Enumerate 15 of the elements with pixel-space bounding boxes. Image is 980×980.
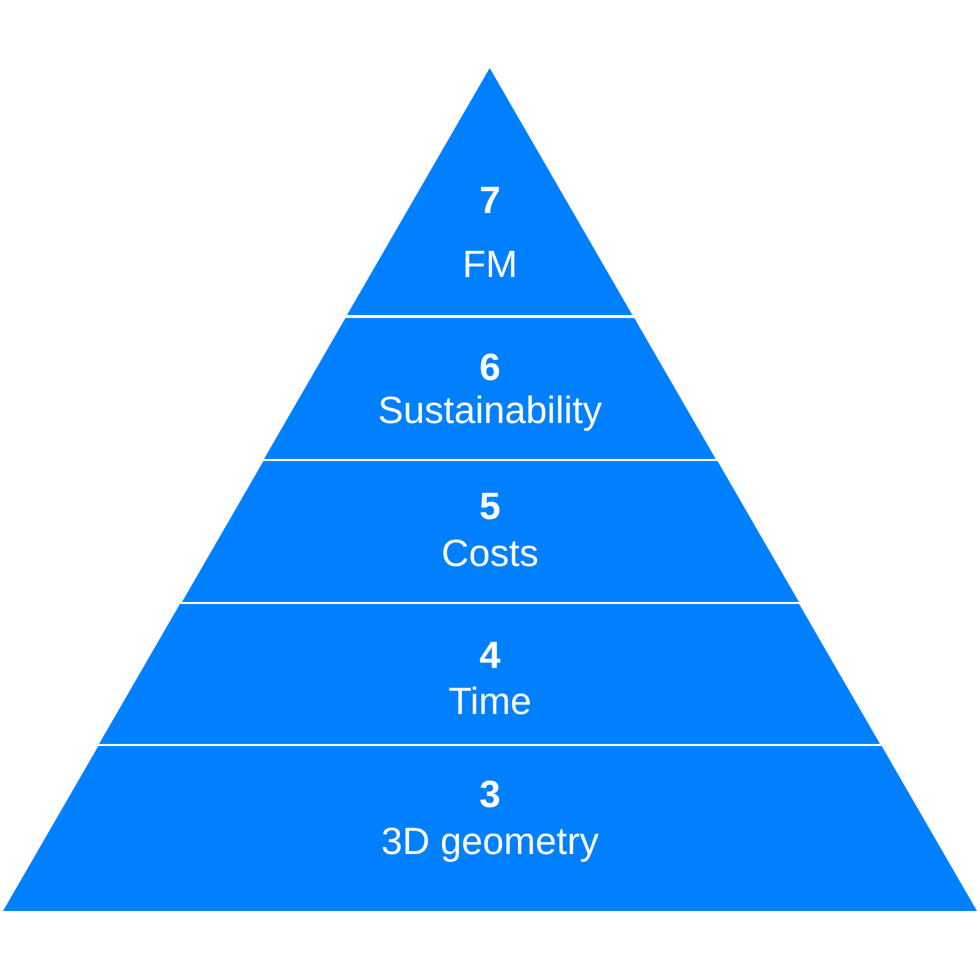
pyramid-tier (99, 604, 881, 744)
tier-number: 5 (479, 485, 501, 529)
tier-label: Sustainability (378, 389, 602, 433)
tier-label: FM (462, 243, 518, 287)
tier-label: Time (448, 680, 532, 724)
tier-number: 7 (479, 179, 501, 223)
pyramid-tier (3, 746, 977, 911)
pyramid-tier (264, 318, 716, 459)
pyramid-tier (347, 68, 633, 315)
tier-number: 3 (479, 773, 501, 817)
pyramid-tier (182, 461, 798, 602)
tier-number: 6 (479, 346, 501, 390)
tier-label: 3D geometry (381, 820, 599, 864)
tier-number: 4 (479, 634, 501, 678)
tier-label: Costs (441, 532, 539, 576)
